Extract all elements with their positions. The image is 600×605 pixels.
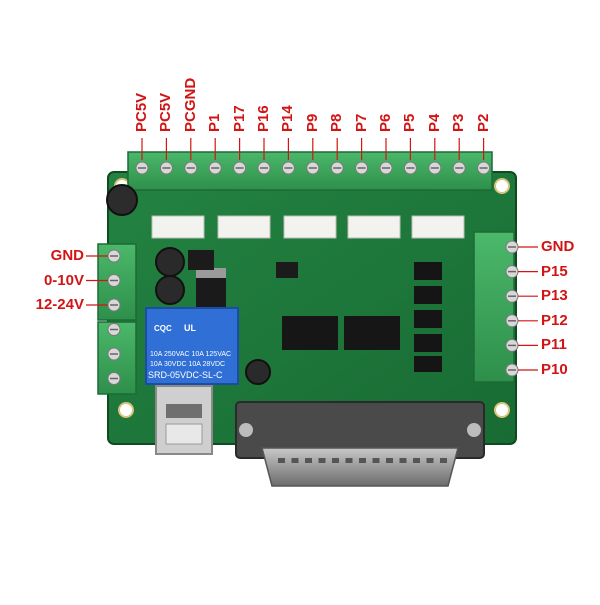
mounting-hole (118, 402, 134, 418)
db25-shell (261, 447, 459, 487)
axis-connector (151, 215, 205, 239)
right-pin-label-p15: P15 (541, 262, 568, 280)
db25-pin (305, 458, 312, 463)
relay-spec-line: 10A 30VDC 10A 28VDC (150, 361, 225, 368)
db25-pin (399, 458, 407, 463)
relay (145, 307, 239, 385)
ic-chip-large (282, 316, 338, 350)
left-pin-label-0-10v: 0-10V (43, 271, 84, 289)
relay-cert-mark: UL (184, 323, 196, 333)
top-pin-label-p2: P2 (474, 113, 492, 132)
top-pin-label-pcgnd: PCGND (181, 77, 199, 132)
right-pin-label-p13: P13 (541, 287, 568, 305)
optocouplers (414, 262, 442, 372)
left-pin-label-gnd: GND (50, 247, 84, 264)
right-pin-label-p12: P12 (541, 311, 568, 329)
right-pin-label-p11: P11 (541, 336, 567, 354)
db25-pin (332, 458, 339, 463)
right-pin-label-p10: P10 (541, 361, 568, 378)
top-pin-label-p6: P6 (377, 113, 394, 132)
axis-connector (347, 215, 401, 239)
axis-connector (283, 215, 337, 239)
right-terminal-block (473, 231, 515, 383)
db25-pin (386, 458, 393, 463)
top-pin-label-p17: P17 (230, 105, 248, 132)
capacitor (155, 275, 185, 305)
mounting-hole (494, 178, 510, 194)
db25-pin (345, 458, 353, 463)
db25-pin (440, 458, 447, 463)
db25-pin (278, 458, 285, 463)
db25-pin (359, 458, 366, 463)
ic-chip (188, 250, 214, 270)
top-pin-label-p7: P7 (352, 113, 370, 132)
top-pin-label-p5: P5 (401, 113, 419, 132)
capacitor (106, 184, 138, 216)
top-pin-label-p8: P8 (328, 113, 346, 132)
right-pin-label-gnd: GND (541, 238, 575, 255)
regulator-tab (196, 268, 226, 278)
axis-connector (411, 215, 465, 239)
relay-cert-mark: CQC (154, 324, 172, 333)
relay-spec-line: SRD-05VDC-SL-C (148, 370, 223, 380)
top-pin-label-pc5v-b: PC5V (157, 92, 175, 132)
axis-connectors (151, 215, 465, 239)
db25-pin (426, 458, 434, 463)
relay-spec-line: 10A 250VAC 10A 125VAC (150, 351, 231, 358)
top-pin-label-pc5v-a: PC5V (133, 92, 150, 132)
top-pin-label-p4: P4 (425, 113, 443, 132)
db25-pin (318, 458, 326, 463)
top-pin-label-p16: P16 (255, 105, 272, 132)
capacitor (245, 359, 271, 385)
capacitor (155, 247, 185, 277)
ic-chip (276, 262, 298, 278)
top-pin-label-p1: P1 (206, 113, 224, 132)
axis-connector (217, 215, 271, 239)
voltage-regulator (196, 276, 226, 310)
relay-marks: CQC UL (154, 323, 196, 333)
db25-pin (413, 458, 420, 463)
top-pin-label-p3: P3 (450, 113, 468, 132)
ic-chip-large (344, 316, 400, 350)
db25-pin (291, 458, 299, 463)
top-pin-label-p14: P14 (279, 105, 297, 132)
top-pin-label-p9: P9 (303, 113, 321, 132)
db25-pin (372, 458, 380, 463)
left-pin-label-12-24v: 12-24V (35, 296, 84, 313)
mounting-hole (494, 402, 510, 418)
